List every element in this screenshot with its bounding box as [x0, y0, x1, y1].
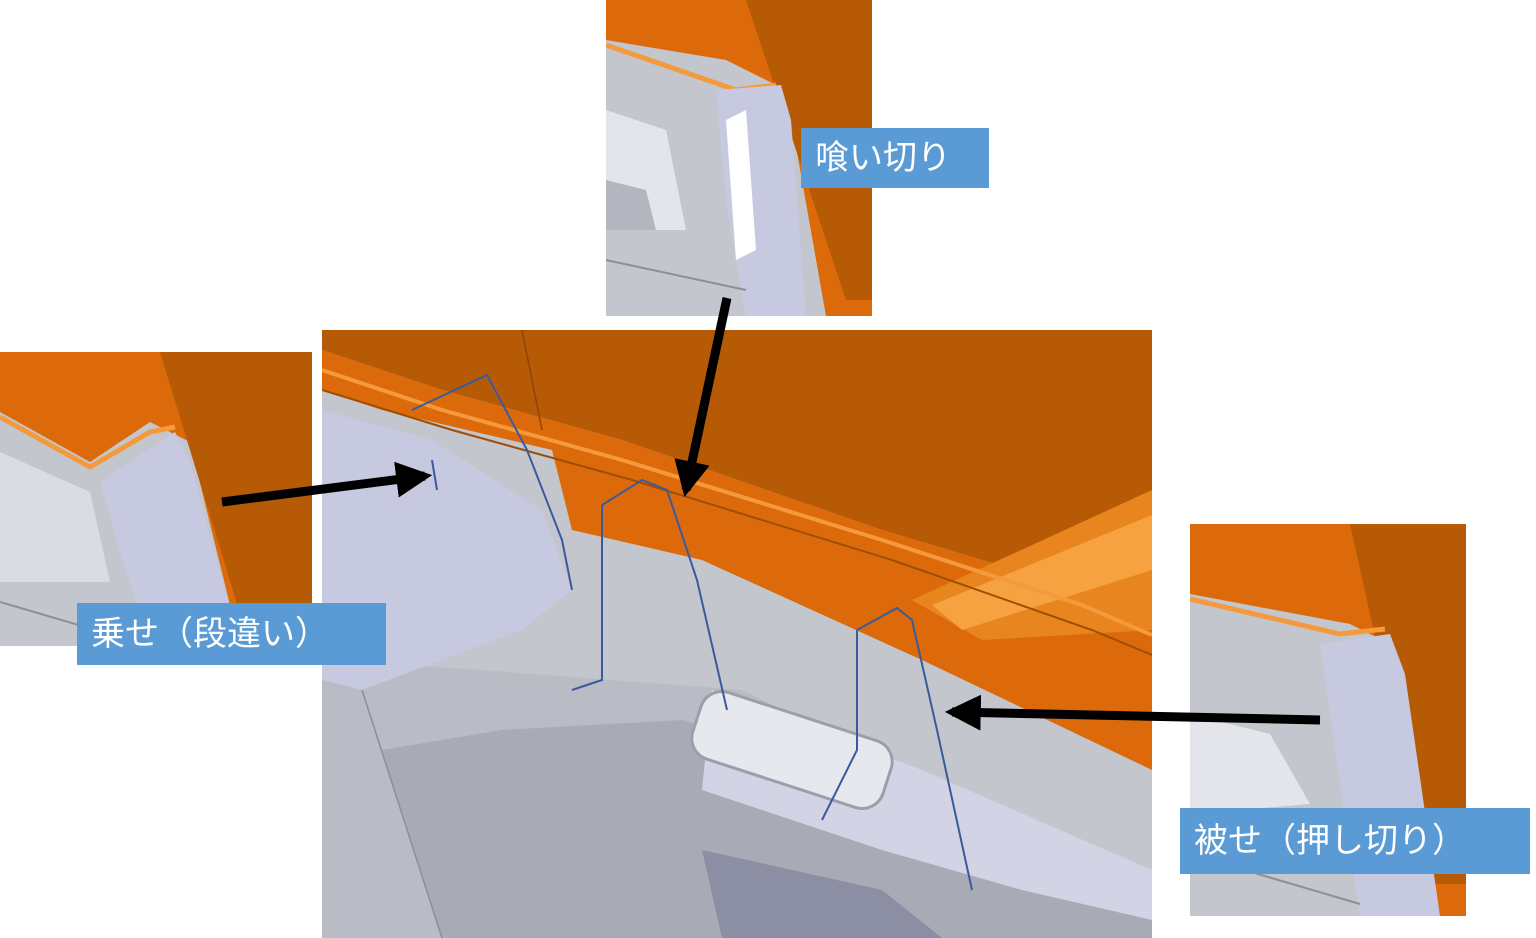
main-mold-view: [322, 330, 1152, 938]
label-nose: 乗せ（段違い）: [77, 603, 386, 665]
label-kabuse: 被せ（押し切り）: [1180, 808, 1530, 874]
main-mold-illustration: [322, 330, 1152, 938]
label-kuikiri: 喰い切り: [801, 128, 989, 188]
left-detail-illustration: [0, 352, 312, 646]
left-detail-view: [0, 352, 312, 646]
